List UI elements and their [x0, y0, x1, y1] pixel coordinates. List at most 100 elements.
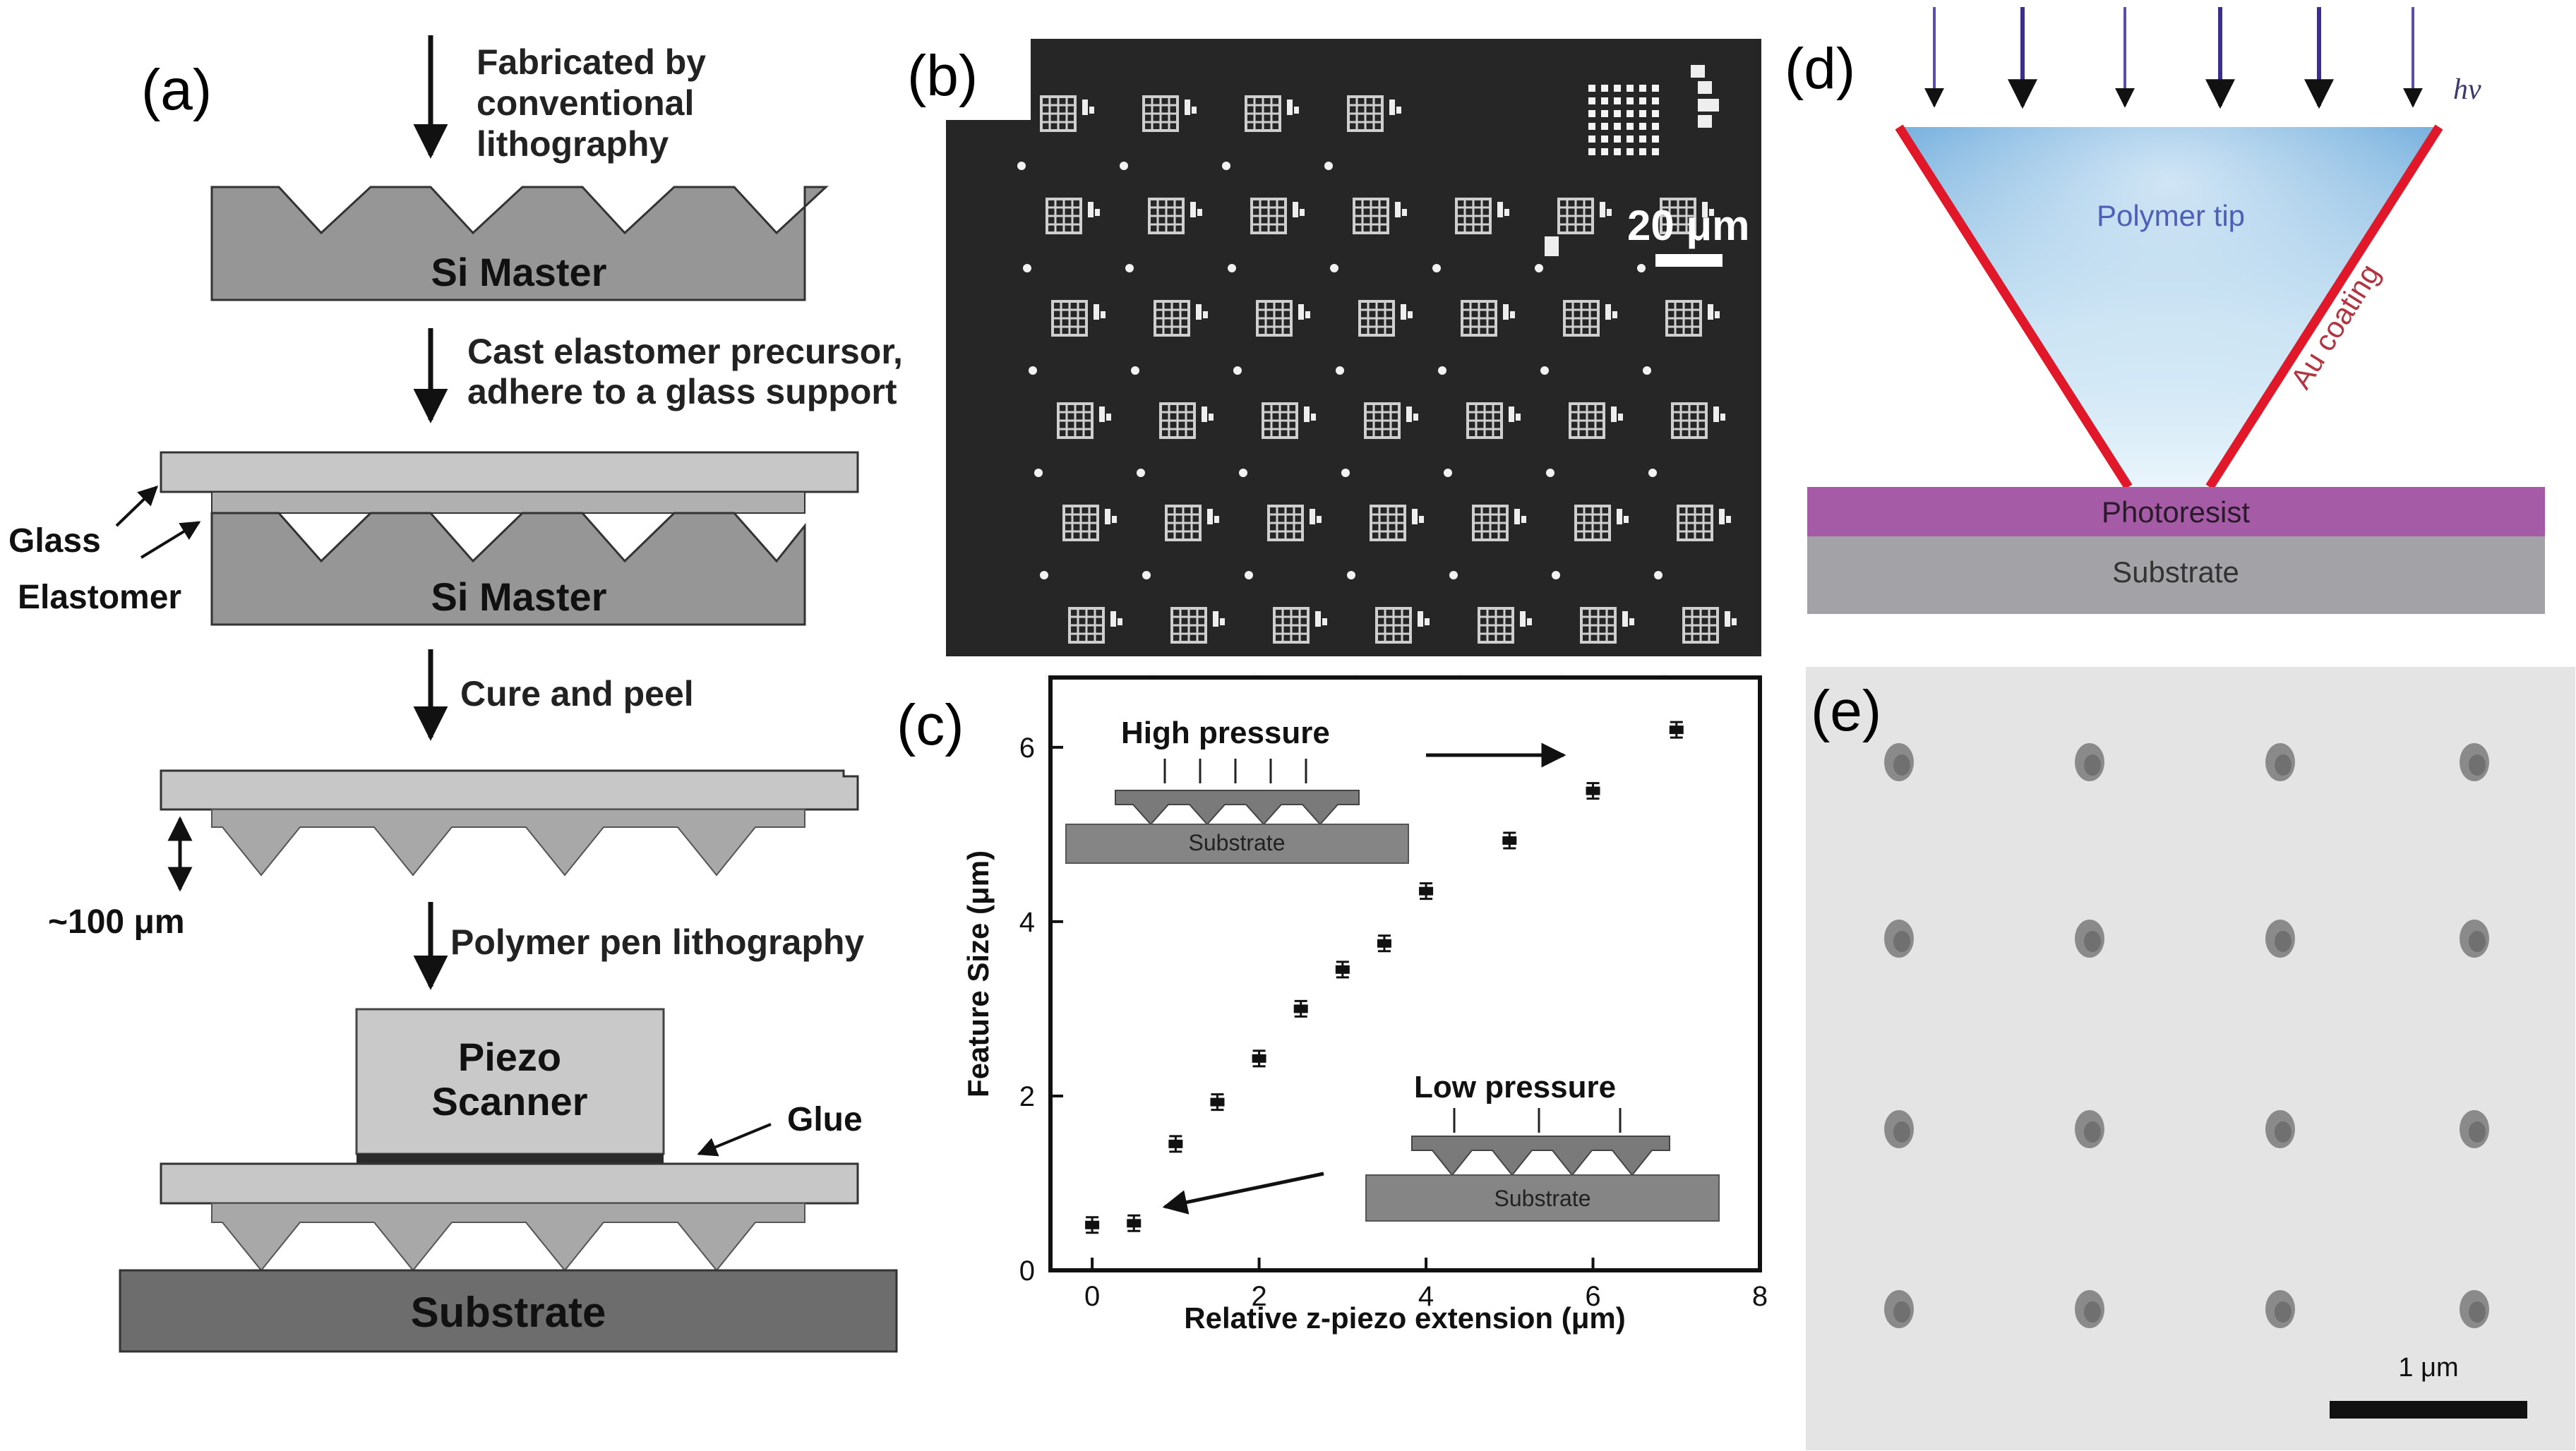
- spot: [1438, 366, 1446, 375]
- ref-dot: [1652, 136, 1659, 143]
- substrate-label: Substrate: [1494, 1186, 1591, 1211]
- mark: [1185, 100, 1190, 115]
- spot: [1546, 469, 1554, 477]
- pattern-cell: [1131, 300, 1208, 375]
- mark: [1521, 516, 1526, 523]
- si-master-label: Si Master: [431, 250, 607, 294]
- mark: [1698, 99, 1719, 112]
- low-pressure-arrow: [1162, 1172, 1324, 1215]
- mark: [1520, 611, 1526, 627]
- mark: [1702, 202, 1708, 217]
- panel-b: (b) 20 μm: [904, 0, 1761, 682]
- ref-dot: [1601, 97, 1608, 104]
- mark: [1624, 516, 1629, 523]
- ref-dot: [1652, 85, 1659, 92]
- ref-dot: [1601, 85, 1608, 92]
- glass-plate: [160, 769, 859, 811]
- spot: [1034, 469, 1043, 477]
- mark: [1425, 618, 1430, 625]
- ref-dot: [1588, 136, 1595, 143]
- mark: [1406, 407, 1412, 422]
- spot: [1654, 571, 1663, 579]
- glass-label: Glass: [8, 522, 101, 560]
- ref-dot: [1601, 110, 1608, 117]
- data-point: [1252, 1054, 1266, 1063]
- mark: [1396, 107, 1401, 114]
- mark: [1514, 509, 1520, 524]
- polymer-tip-label: Polymer tip: [2097, 199, 2245, 232]
- ref-dot: [1627, 148, 1634, 155]
- mark: [1715, 311, 1720, 318]
- spot: [1239, 469, 1247, 477]
- substrate-label: Substrate: [1189, 830, 1286, 855]
- mark: [1408, 311, 1413, 318]
- mark: [1629, 618, 1634, 625]
- spot: [1643, 366, 1651, 375]
- pattern-cell: [1330, 198, 1407, 272]
- spot: [1040, 571, 1048, 579]
- mark: [1094, 304, 1099, 320]
- spot: [1017, 162, 1026, 170]
- mark: [1402, 209, 1407, 216]
- ref-dot: [1627, 97, 1634, 104]
- mark: [1294, 107, 1299, 114]
- pattern-cell: [1449, 505, 1526, 579]
- pen-array-low: [1411, 1136, 1670, 1176]
- pattern-cell: [1029, 300, 1106, 375]
- dot-core: [2275, 1121, 2292, 1143]
- mark: [1713, 407, 1719, 422]
- panel-a: (a) Fabricated by conventional lithograp…: [8, 35, 903, 1353]
- mark: [1110, 611, 1116, 627]
- x-axis-label: Relative z-piezo extension (μm): [1184, 1301, 1626, 1335]
- mark: [1412, 509, 1418, 524]
- si-master-label: Si Master: [431, 574, 607, 619]
- dot-core: [1893, 1121, 1910, 1143]
- pattern-cell: [1432, 198, 1509, 272]
- ref-dot: [1588, 97, 1595, 104]
- mark: [1315, 611, 1321, 627]
- x-tick-label: 2: [1251, 1281, 1266, 1312]
- low-pressure-label: Low pressure: [1414, 1070, 1616, 1104]
- mark: [1220, 618, 1225, 625]
- mark: [1725, 611, 1730, 627]
- ref-dot: [1652, 110, 1659, 117]
- mark: [1618, 414, 1623, 421]
- micrograph-b: [946, 39, 1761, 656]
- substrate-low: [1365, 1174, 1720, 1222]
- glue-layer: [357, 1154, 664, 1164]
- hv-label: hν: [2453, 73, 2481, 106]
- pattern-cell: [1438, 300, 1515, 375]
- label-box: [904, 0, 1031, 120]
- pattern-cell: [1125, 198, 1202, 272]
- mark: [1545, 236, 1559, 256]
- data-point: [1168, 1139, 1183, 1148]
- pattern-cell: [1233, 300, 1310, 375]
- x-tick-label: 4: [1418, 1281, 1434, 1312]
- substrate-layer: [1807, 536, 2545, 614]
- x-tick-label: 6: [1585, 1281, 1600, 1312]
- pattern-cell: [1023, 198, 1100, 272]
- spot: [1637, 264, 1646, 272]
- spot: [1125, 264, 1134, 272]
- mark: [1600, 202, 1605, 217]
- panel-e-label: (e): [1811, 679, 1881, 743]
- x-tick-label: 8: [1752, 1281, 1768, 1312]
- ref-dot: [1601, 148, 1608, 155]
- data-point: [1210, 1097, 1225, 1107]
- pattern-cell: [1552, 505, 1629, 579]
- pattern-cell: [1222, 95, 1299, 170]
- elastomer-layer: [211, 491, 805, 514]
- ref-dot: [1639, 136, 1646, 143]
- photoresist-layer: [1807, 487, 2545, 536]
- spot: [1432, 264, 1441, 272]
- step-text: Polymer pen lithography: [450, 922, 864, 962]
- pattern-cell: [1034, 402, 1111, 477]
- mark: [1202, 407, 1207, 422]
- high-pressure-arrows: [1163, 759, 1307, 783]
- data-point: [1335, 965, 1350, 974]
- mark: [1389, 100, 1395, 115]
- mark: [1293, 202, 1298, 217]
- mark: [1298, 304, 1304, 320]
